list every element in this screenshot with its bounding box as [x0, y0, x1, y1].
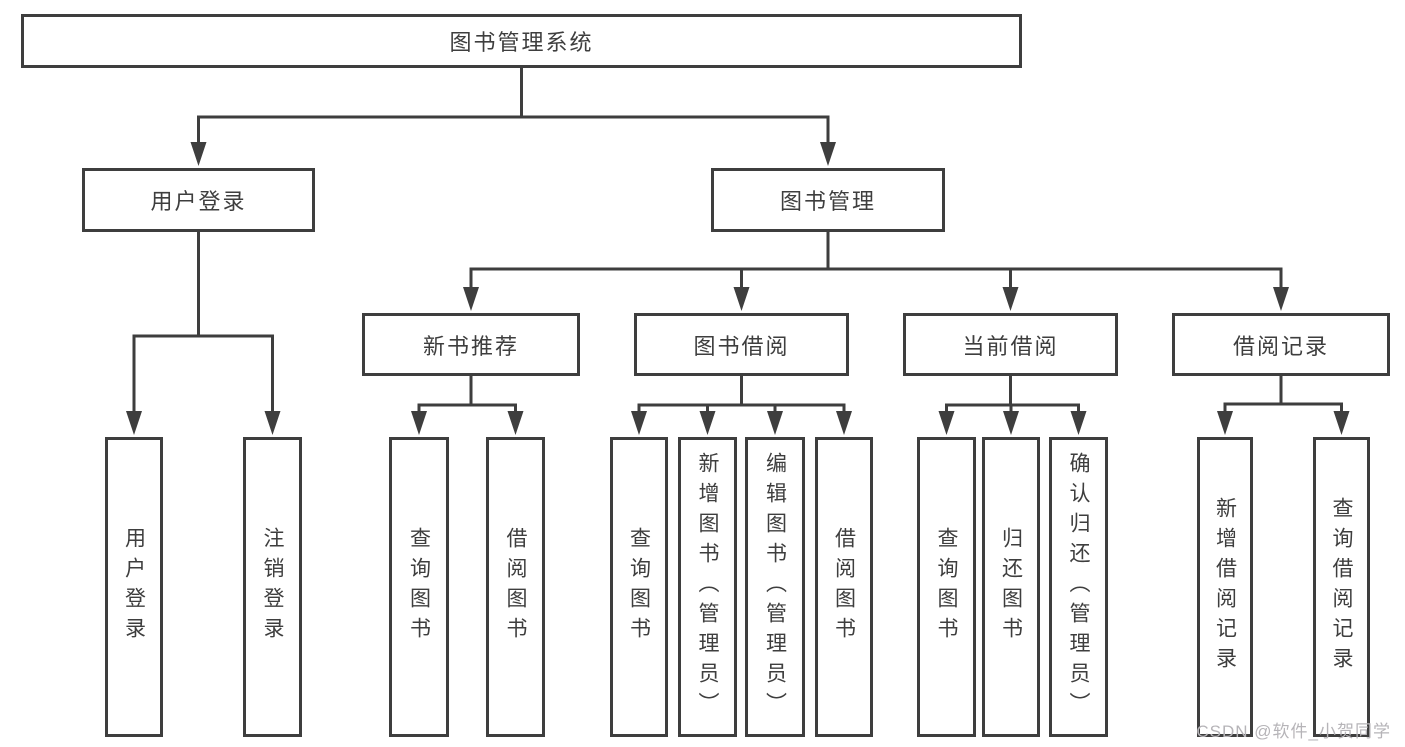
node-book-management: 图书管理	[711, 168, 945, 232]
leaf-logout: 注销登录	[243, 437, 302, 737]
leaf-records-add-record: 新增借阅记录	[1197, 437, 1253, 737]
leaf-current-return-books: 归还图书	[982, 437, 1040, 737]
node-new-book-recommend-label: 新书推荐	[422, 333, 519, 359]
arrowheads	[126, 142, 1350, 435]
node-current-borrow: 当前借阅	[903, 313, 1118, 376]
node-user-login: 用户登录	[82, 168, 315, 232]
leaf-current-query-books: 查询图书	[917, 437, 976, 737]
node-current-borrow-label: 当前借阅	[962, 333, 1059, 359]
leaf-records-query-record: 查询借阅记录	[1313, 437, 1370, 737]
leaf-recommend-borrow-books: 借阅图书	[486, 437, 545, 737]
node-borrow-records: 借阅记录	[1172, 313, 1390, 376]
leaf-user-login: 用户登录	[105, 437, 163, 737]
leaf-borrow-edit-books-admin: 编辑图书（管理员）	[745, 437, 805, 737]
csdn-watermark: CSDN @软件_小贺同学	[1196, 722, 1391, 741]
node-book-borrow-label: 图书借阅	[693, 333, 790, 359]
node-book-management-label: 图书管理	[779, 189, 876, 214]
node-book-borrow: 图书借阅	[634, 313, 849, 376]
leaf-borrow-query-books: 查询图书	[610, 437, 668, 737]
leaf-borrow-add-books-admin: 新增图书（管理员）	[678, 437, 737, 737]
node-root-label: 图书管理系统	[449, 30, 594, 55]
node-root: 图书管理系统	[21, 14, 1022, 68]
leaf-current-confirm-return-admin: 确认归还（管理员）	[1049, 437, 1108, 737]
node-new-book-recommend: 新书推荐	[362, 313, 580, 376]
leaf-recommend-query-books: 查询图书	[389, 437, 449, 737]
leaf-borrow-borrow-books: 借阅图书	[815, 437, 873, 737]
node-user-login-label: 用户登录	[150, 189, 247, 214]
node-borrow-records-label: 借阅记录	[1232, 333, 1329, 359]
